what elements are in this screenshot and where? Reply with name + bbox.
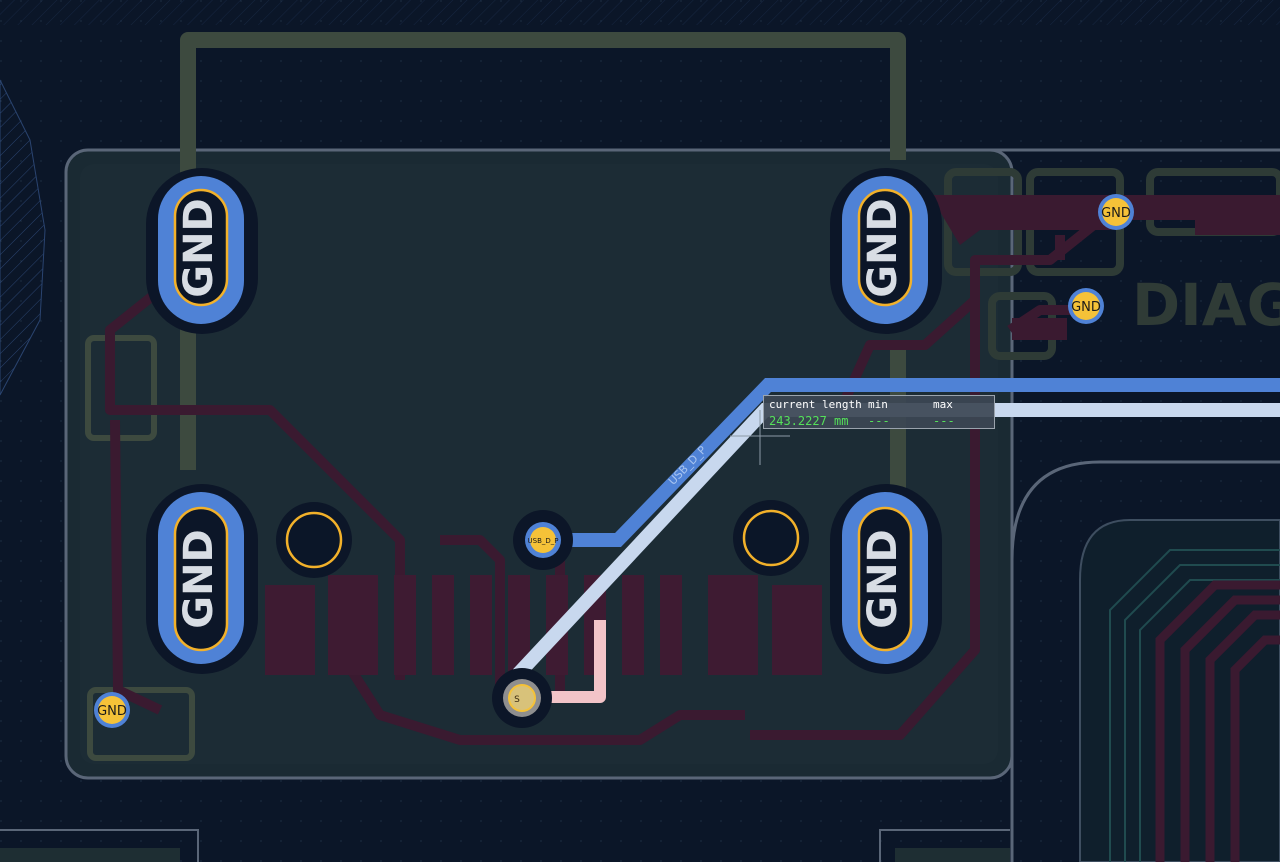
pad-label: GND [860,198,906,298]
max-value: --- [933,414,955,428]
usb-connector-smd-pads [265,575,822,675]
top-hatch-zone [0,0,1280,25]
keepout-zone-left [0,79,46,396]
silkscreen-text: DIAG [1132,271,1280,339]
pad-label: GND [176,529,222,629]
min-header: min [868,398,888,411]
via-label: GND [1101,206,1131,221]
gnd-pad-bottom-right[interactable]: GND [830,484,942,674]
edge-cuts-bottom-left [0,829,199,862]
pad-label: GND [176,198,222,298]
via-label: GND [1071,300,1101,315]
max-header: max [933,398,953,411]
via-usb-d-p[interactable]: USB_D_P [513,510,573,570]
mounting-hole-left [276,502,352,578]
via-label: S [514,695,520,705]
gnd-via-right[interactable]: GND [1068,288,1104,324]
crosshair-cursor-icon [730,410,790,465]
length-tuner-tooltip: current length min max 243.2227 mm --- -… [763,395,995,429]
gnd-pad-top-left[interactable]: GND [146,168,258,334]
via-label: GND [97,704,127,719]
gnd-via-top-right[interactable]: GND [1098,194,1134,230]
min-value: --- [868,414,890,428]
front-copper-pad-a [1012,318,1067,340]
via-label: USB_D_P [528,537,559,545]
via-routing-end[interactable]: S [492,668,552,728]
gnd-pad-bottom-left[interactable]: GND [146,484,258,674]
bottom-left-fill [0,848,180,862]
front-copper-traces [105,208,1114,745]
mounting-hole-right [733,500,809,576]
right-zone-front-tracks [1155,580,1280,862]
edge-cuts-bottom-right [879,829,1010,862]
gnd-via-bottom-left[interactable]: GND [94,692,130,728]
gnd-pad-top-right[interactable]: GND [830,168,942,334]
silkscreen-left-footprints [85,335,195,761]
pad-label: GND [860,529,906,629]
bottom-right-fill [895,848,1010,862]
edge-cuts-right-curve [1010,460,1280,862]
current-length-value: 243.2227 mm [769,414,849,428]
trace-usb-d-p[interactable] [543,378,1280,547]
current-length-header: current length [769,398,862,411]
right-zone-tracks [1109,549,1280,862]
